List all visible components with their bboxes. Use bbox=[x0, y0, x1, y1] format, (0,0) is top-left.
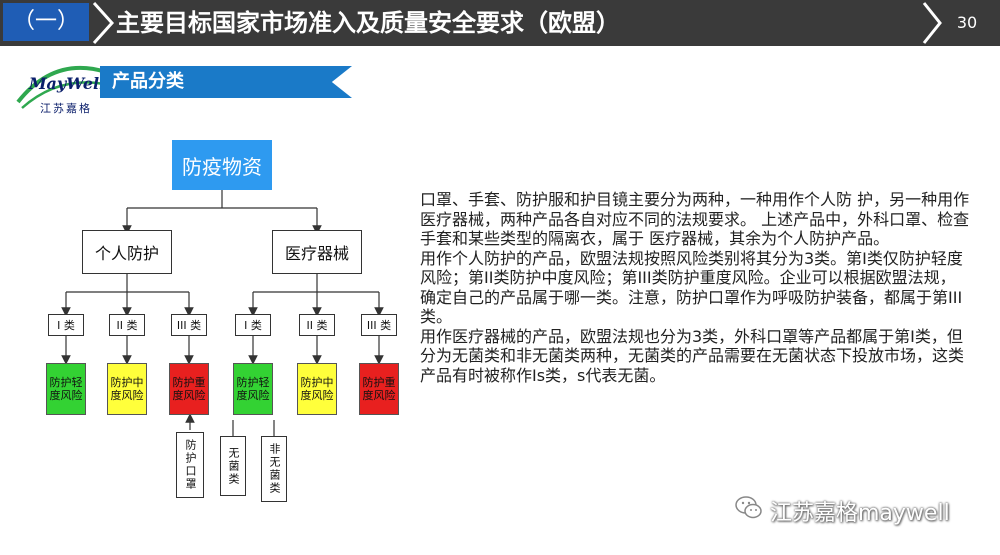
class-node: I 类 bbox=[235, 314, 271, 336]
watermark-text: 江苏嘉格maywell bbox=[770, 501, 950, 526]
body-text: 口罩、手套、防护服和护目镜主要分为两种，一种用作个人防 护，另一种用作医疗器械，… bbox=[420, 190, 970, 385]
page-title: 主要目标国家市场准入及质量安全要求（欧盟） bbox=[116, 9, 620, 37]
risk-node-high: 防护重度风险 bbox=[359, 363, 399, 415]
chevron-right-icon bbox=[922, 2, 942, 44]
chevron-right-icon bbox=[92, 1, 115, 45]
paragraph: 用作医疗器械的产品，欧盟法规也分为3类，外科口罩等产品都属于第I类，但分为无菌类… bbox=[420, 326, 965, 385]
branch-personal-protection: 个人防护 bbox=[82, 230, 172, 274]
paragraph: 用作个人防护的产品，欧盟法规按照风险类别将其分为3类。第I类仅防护轻度风险；第I… bbox=[420, 248, 963, 327]
note-sterile: 无菌类 bbox=[220, 436, 246, 496]
section-banner bbox=[100, 66, 352, 98]
risk-node-low: 防护轻度风险 bbox=[233, 363, 273, 415]
page-number: 30 bbox=[956, 13, 978, 32]
logo-text: MayWell bbox=[28, 74, 106, 93]
paragraph: 口罩、手套、防护服和护目镜主要分为两种，一种用作个人防 护，另一种用作医疗器械，… bbox=[420, 190, 970, 248]
risk-node-low: 防护轻度风险 bbox=[46, 363, 86, 415]
risk-node-medium: 防护中度风险 bbox=[107, 363, 147, 415]
wechat-icon bbox=[735, 496, 762, 519]
risk-node-high: 防护重度风险 bbox=[169, 363, 209, 415]
diagram-connectors bbox=[61, 190, 384, 436]
root-node: 防疫物资 bbox=[172, 140, 272, 190]
branch-medical-device: 医疗器械 bbox=[272, 230, 362, 274]
header-bar bbox=[0, 0, 1000, 46]
class-node: II 类 bbox=[299, 314, 335, 336]
risk-node-medium: 防护中度风险 bbox=[297, 363, 337, 415]
maywell-logo-icon bbox=[16, 65, 107, 109]
section-tag: （一） bbox=[3, 3, 89, 41]
class-node: I 类 bbox=[48, 314, 84, 336]
class-node: II 类 bbox=[109, 314, 145, 336]
classification-diagram: 防疫物资 个人防护 医疗器械 I 类 II 类 III 类 I 类 II 类 I… bbox=[0, 120, 420, 510]
logo-subtext: 江苏嘉格 bbox=[40, 102, 92, 115]
section-label: 产品分类 bbox=[112, 71, 184, 92]
note-non-sterile: 非无菌类 bbox=[261, 436, 287, 502]
note-respirator: 防护口罩 bbox=[176, 432, 204, 498]
class-node: III 类 bbox=[171, 314, 207, 336]
class-node: III 类 bbox=[361, 314, 397, 336]
